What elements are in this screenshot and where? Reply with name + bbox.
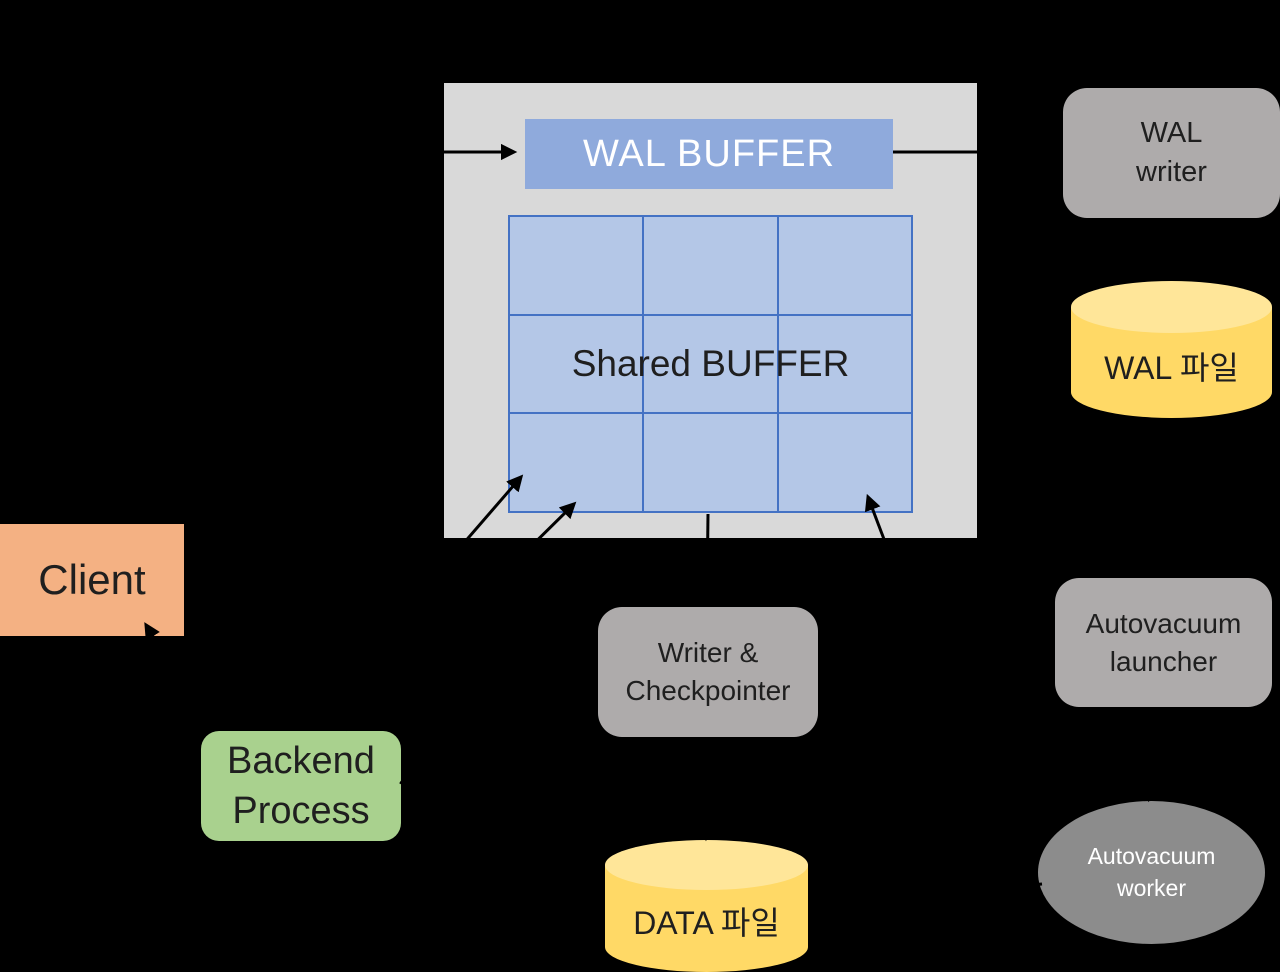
backend-process-node: Backend Process <box>201 731 401 841</box>
autovacuum-launcher-label-line1: Autovacuum <box>1085 607 1242 639</box>
writer-checkpointer-label-line1: Writer & <box>657 637 759 669</box>
shared-buffer-grid <box>508 215 913 513</box>
wal-buffer-node: WAL BUFFER <box>525 119 893 189</box>
shared-buffer-cell <box>510 217 643 314</box>
wal-buffer-label: WAL BUFFER <box>582 132 836 175</box>
wal-file-cylinder: WAL 파일 <box>1071 281 1272 418</box>
backend-process-label-line1: Backend <box>227 739 375 782</box>
autovacuum-launcher-node: Autovacuum launcher <box>1055 578 1272 707</box>
cylinder-top <box>605 840 808 890</box>
client-node: Client <box>0 524 184 636</box>
writer-checkpointer-node: Writer & Checkpointer <box>598 607 818 737</box>
shared-buffer-cell <box>778 315 911 413</box>
arrow-launcher-to-worker <box>1142 707 1165 803</box>
autovacuum-worker-node: Autovacuum worker <box>1038 801 1265 944</box>
wal-writer-node: WAL writer <box>1063 88 1280 218</box>
shared-buffer-cell <box>510 315 643 413</box>
autovacuum-worker-label-line1: Autovacuum <box>1087 843 1216 870</box>
shared-buffer-cell <box>510 414 643 511</box>
shared-buffer-cell <box>644 414 777 511</box>
wal-file-label: WAL 파일 <box>1104 350 1239 386</box>
arrow-client-to-backend <box>149 640 202 728</box>
data-file-label: DATA 파일 <box>633 905 780 941</box>
shared-buffer-cell <box>778 217 911 314</box>
arrow-worker-to-data-file <box>810 882 1043 913</box>
wal-writer-label-line1: WAL <box>1140 116 1203 149</box>
arrow-writer-checkpointer-to-data-file <box>697 737 715 842</box>
arrow-backend-to-data-file <box>399 780 600 902</box>
shared-buffer-cell <box>778 414 911 511</box>
autovacuum-worker-label-line2: worker <box>1116 874 1186 901</box>
autovacuum-launcher-label-line2: launcher <box>1109 645 1218 677</box>
arrow-backend-to-client <box>144 622 210 728</box>
data-file-cylinder: DATA 파일 <box>605 840 808 972</box>
cylinder-top <box>1071 281 1272 333</box>
writer-checkpointer-label-line2: Checkpointer <box>625 675 791 706</box>
shared-buffer-cell <box>644 217 777 314</box>
shared-buffer-label: Shared BUFFER <box>571 343 850 384</box>
wal-writer-label-line2: writer <box>1136 156 1207 188</box>
shared-buffer-cell <box>644 315 777 413</box>
client-label: Client <box>38 556 146 603</box>
backend-process-label-line2: Process <box>232 790 370 832</box>
